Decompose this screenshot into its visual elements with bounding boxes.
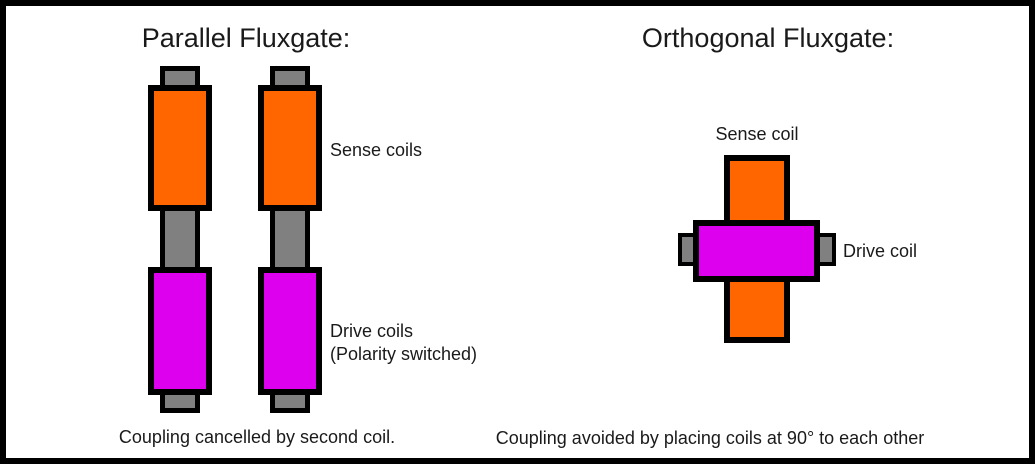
orthogonal-caption: Coupling avoided by placing coils at 90°… [495,428,925,448]
orthogonal-sense-coil-label: Sense coil [715,124,799,144]
orthogonal-drive-coil [693,220,820,282]
polarity-switched-note: (Polarity switched) [330,344,478,364]
parallel-sense-coil-1 [148,85,212,211]
parallel-drive-coil-2 [258,267,322,395]
parallel-caption: Coupling cancelled by second coil. [118,427,396,447]
parallel-sense-coil-2 [258,85,322,211]
orthogonal-drive-coil-label: Drive coil [843,241,918,261]
parallel-drive-coils-label: Drive coils (Polarity switched) [330,320,477,366]
orthogonal-fluxgate-title: Orthogonal Fluxgate: [641,23,895,53]
parallel-drive-coil-1 [148,267,212,395]
parallel-fluxgate-title: Parallel Fluxgate: [141,23,351,53]
parallel-sense-coils-label: Sense coils [330,140,423,160]
drive-coils-label-line: Drive coils [330,321,414,341]
